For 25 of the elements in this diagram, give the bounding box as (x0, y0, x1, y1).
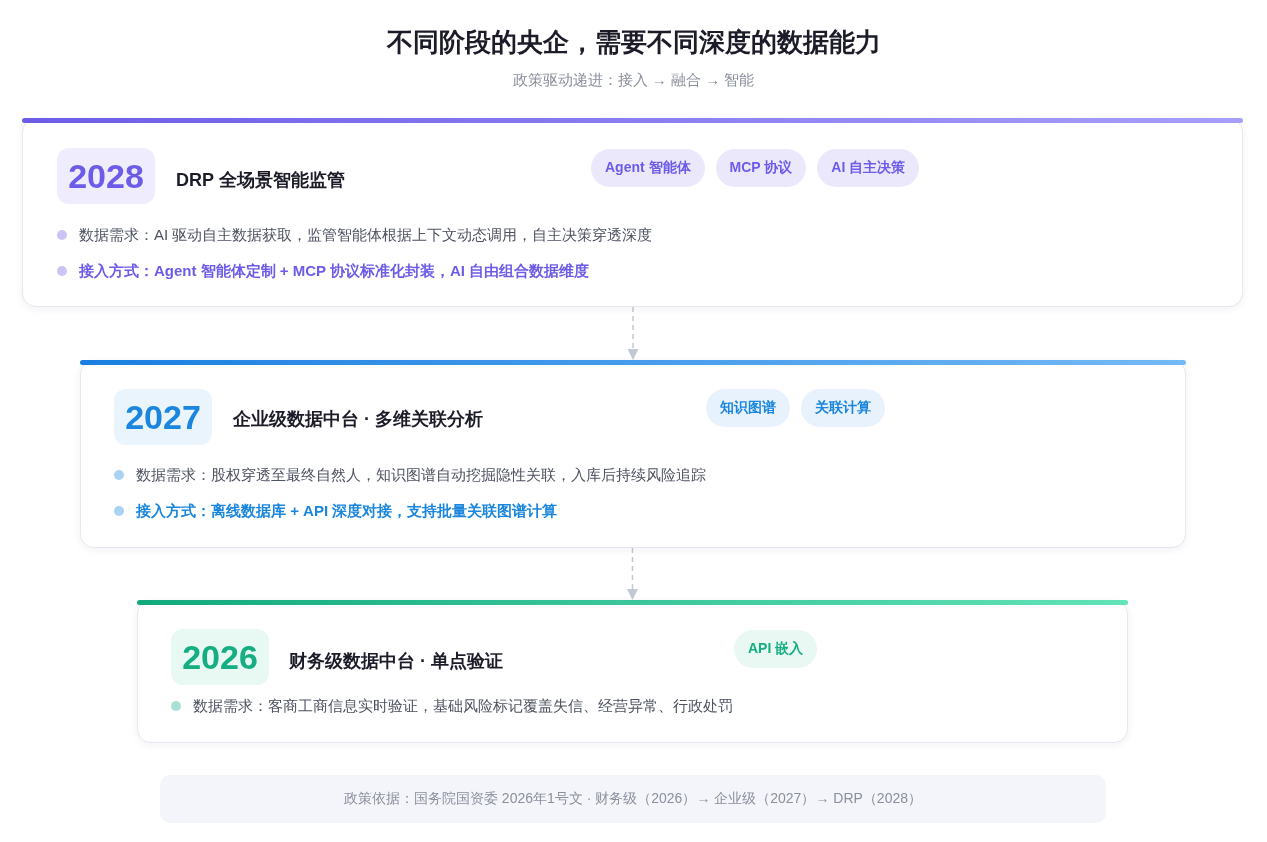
subtitle: 政策驱动递进：接入 → 融合 → 智能 (512, 70, 755, 90)
arrow (627, 547, 638, 601)
bullet-text: 数据需求：AI 驱动自主数据获取，监管智能体根据上下文动态调用，自主决策穿透深度 (79, 225, 653, 245)
bullet-text: 接入方式：Agent 智能体定制 + MCP 协议标准化封装，AI 自由组合数据维度 (79, 261, 590, 281)
note-banner: 政策依据：国务院国资委 2026年1号文 · 财务级（2026）→ 企业级（2027）→ DRP（2028） (160, 775, 1106, 823)
card-title: 企业级数据中台 · 多维关联分析 (233, 408, 483, 431)
tag-chip: API 嵌入 (734, 630, 818, 668)
stage-card (80, 360, 1186, 548)
tag-chip: 知识图谱 (706, 389, 790, 427)
diagram-title: 不同阶段的央企，需要不同深度的数据能力 (386, 26, 881, 59)
card-title: 财务级数据中台 · 单点验证 (289, 650, 503, 673)
arrow (627, 306, 639, 361)
tag-chip: MCP 协议 (715, 149, 807, 187)
bullet-text: 数据需求：客商工商信息实时验证，基础风险标记覆盖失信、经营异常、行政处罚 (193, 696, 733, 716)
bullet-text: 数据需求：股权穿透至最终自然人，知识图谱自动挖掘隐性关联，入库后持续风险追踪 (136, 465, 706, 485)
tag-chip: Agent 智能体 (591, 149, 705, 187)
year-badge: 2028 (57, 148, 155, 204)
stage-card (22, 118, 1243, 307)
tag-chip: 关联计算 (801, 389, 885, 427)
stage-card (137, 600, 1128, 743)
tag-chip: AI 自主决策 (817, 149, 920, 187)
year-badge: 2027 (114, 389, 212, 445)
bullet-text: 接入方式：离线数据库 + API 深度对接，支持批量关联图谱计算 (136, 501, 558, 521)
year-badge: 2026 (171, 629, 269, 685)
card-title: DRP 全场景智能监管 (176, 169, 345, 192)
